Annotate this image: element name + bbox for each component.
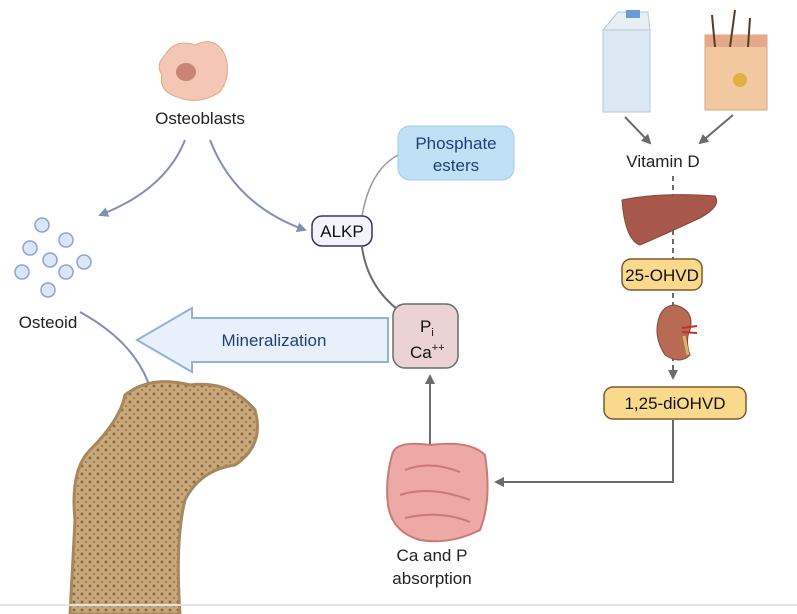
intestine-icon [386, 442, 489, 543]
arrow-skin-to-vitd [698, 114, 734, 145]
liver-icon [621, 194, 718, 246]
pi-label: Pi [420, 317, 434, 339]
milk-carton-icon [601, 10, 651, 113]
osteoblasts-label: Osteoblasts [155, 109, 245, 128]
25-ohvd-box [621, 258, 703, 291]
phosphate-esters-label-1: Phosphate [415, 134, 496, 153]
arrow-osteoblasts-to-alkp [209, 139, 307, 233]
skin-icon [704, 9, 768, 111]
arrow-osteoid-to-bone [79, 311, 155, 397]
alkp-label: ALKP [320, 222, 363, 241]
osteoblast-cell-icon [158, 41, 229, 101]
femur-bone-icon [68, 380, 259, 614]
pi-ca-box [392, 303, 459, 369]
mineralization-arrow [135, 306, 389, 374]
alkp-box [311, 215, 373, 247]
vitamin-d-label: Vitamin D [626, 152, 699, 171]
absorption-label-1: Ca and P [397, 546, 468, 565]
arrow-diohvd-to-absorption [494, 420, 674, 487]
1-25-diohvd-box [603, 386, 747, 420]
mineralization-label: Mineralization [222, 331, 327, 350]
arrow-milk-to-vitd [624, 116, 652, 145]
osteoid-particles-icon [14, 217, 92, 298]
phosphate-esters-box [397, 125, 515, 181]
arrow-alkp-to-pi [361, 246, 407, 317]
1-25-diohvd-label: 1,25-diOHVD [624, 394, 725, 413]
osteoid-label: Osteoid [19, 313, 78, 332]
arrow-osteoblasts-to-osteoid [98, 139, 186, 217]
phosphate-esters-label-2: esters [433, 156, 479, 175]
kidney-icon [656, 304, 698, 361]
ca-label: Ca++ [410, 342, 445, 362]
absorption-label-2: absorption [392, 569, 471, 588]
25-ohvd-label: 25-OHVD [625, 266, 699, 285]
phosphate-to-alkp-line [361, 154, 399, 217]
